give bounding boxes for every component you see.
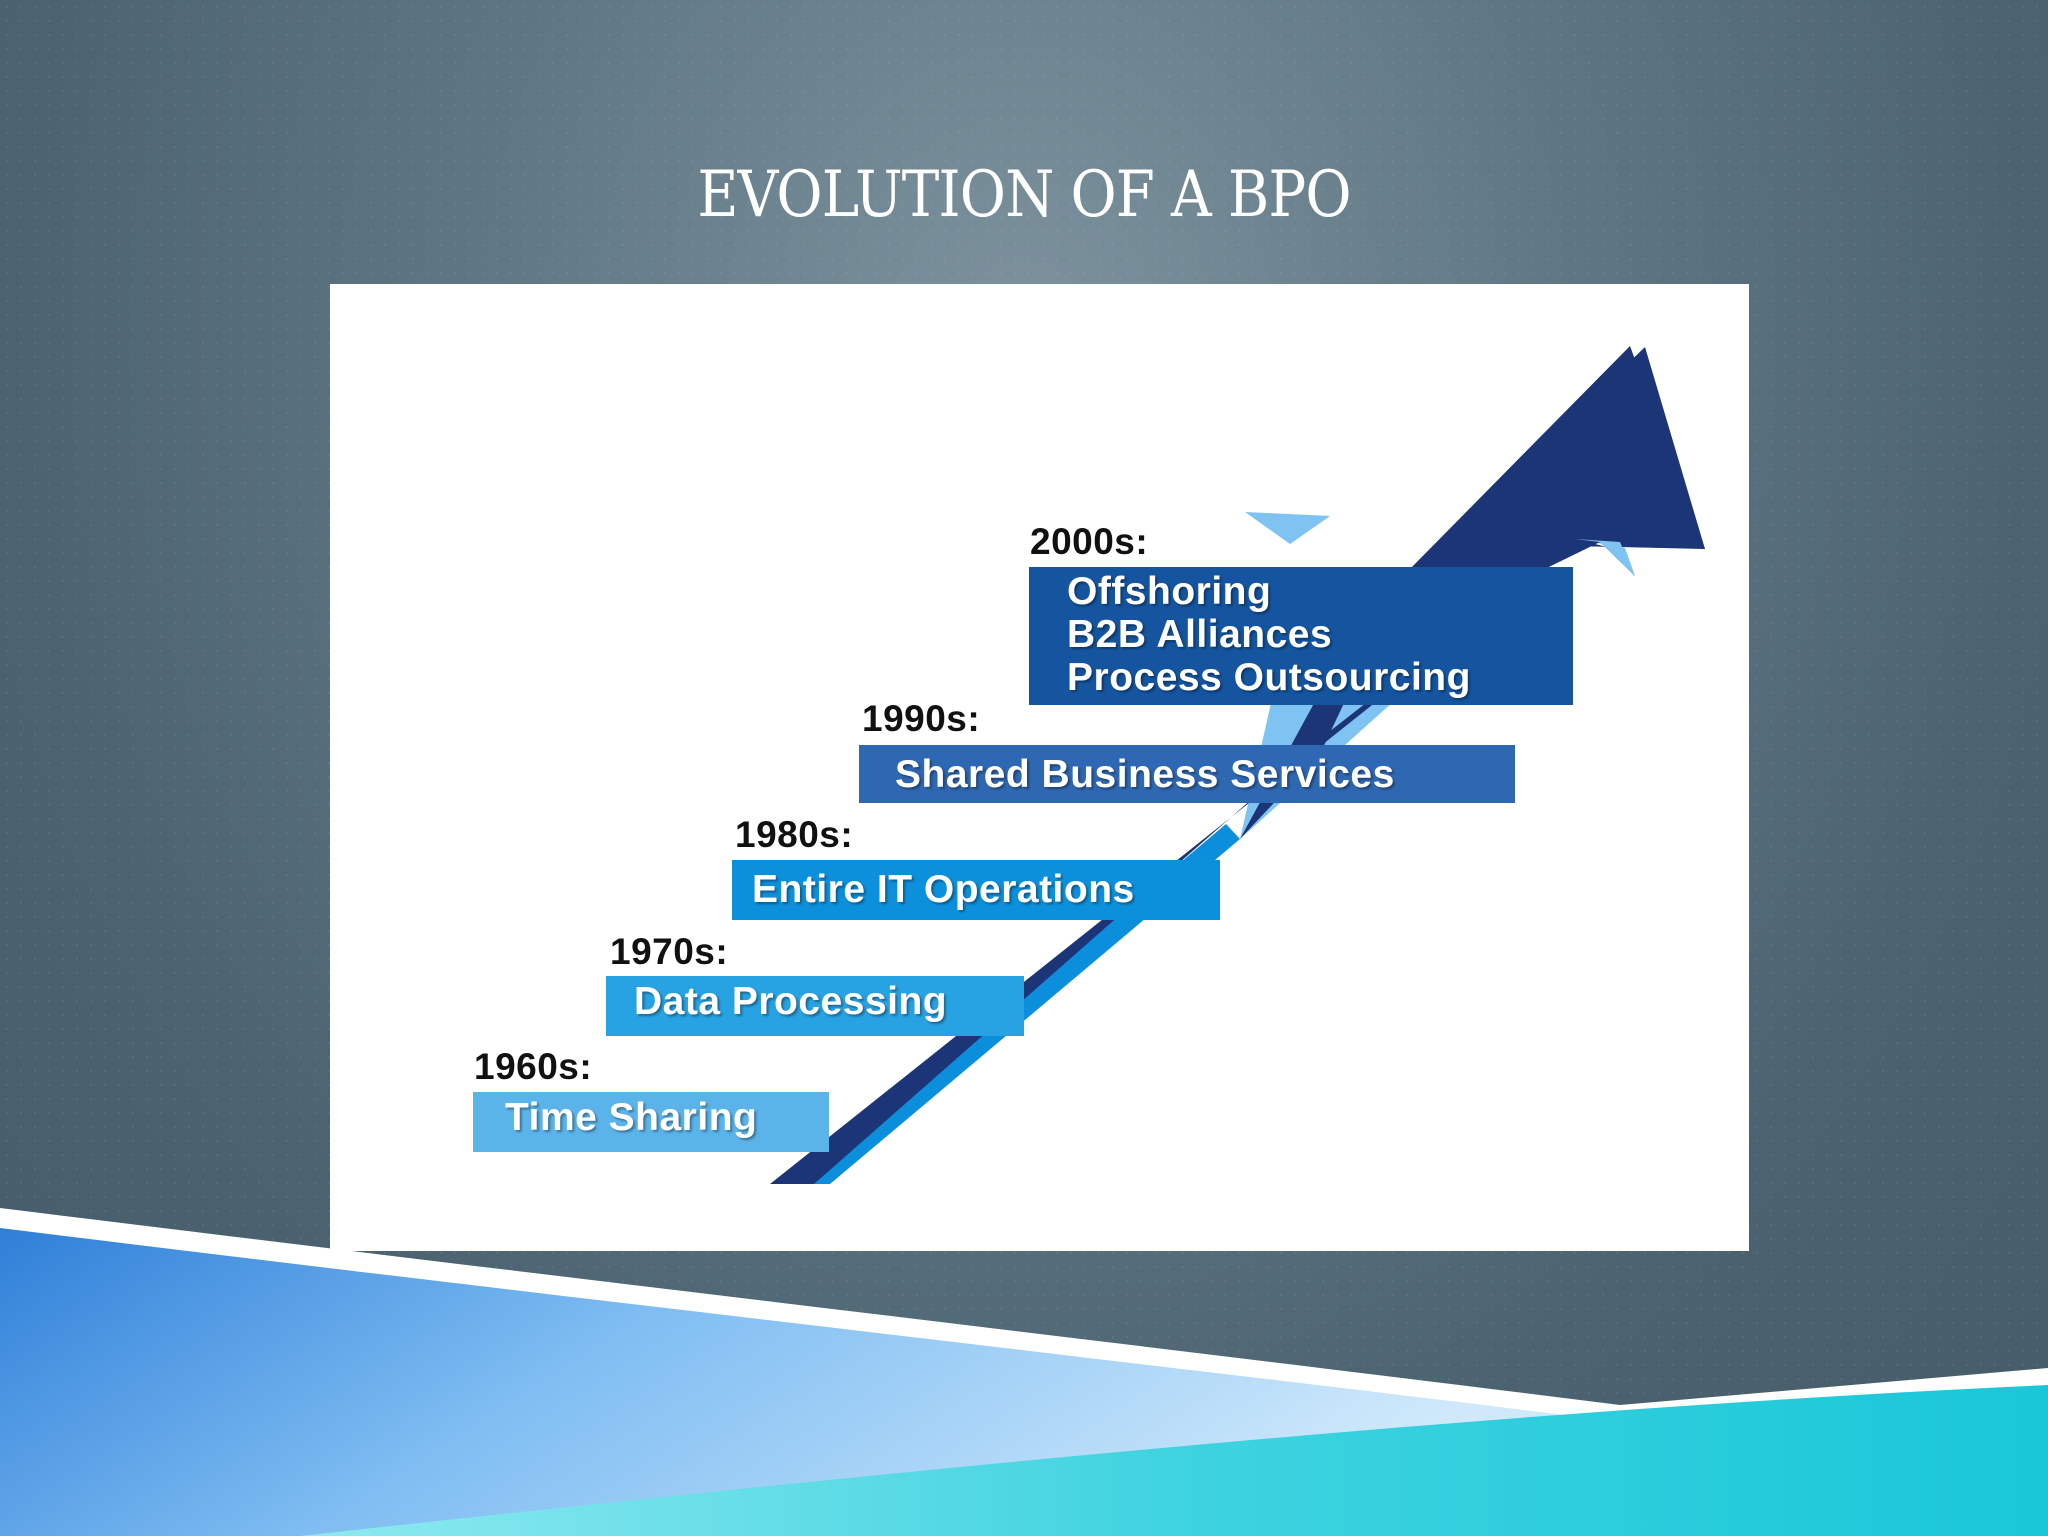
era-item: Time Sharing bbox=[505, 1096, 758, 1139]
era-box-1980s: Entire IT Operations bbox=[732, 860, 1220, 920]
era-decade-1980s: 1980s: bbox=[735, 814, 854, 855]
arrow-head-upper-lip bbox=[1245, 512, 1330, 544]
era-decade-2000s: 2000s: bbox=[1030, 521, 1149, 562]
era-decade-1960s: 1960s: bbox=[474, 1046, 593, 1087]
era-box-1970s: Data Processing bbox=[606, 976, 1024, 1036]
bpo-evolution-diagram: 1960s: Time Sharing 1970s: Data Processi… bbox=[330, 284, 1749, 1251]
era-box-1960s: Time Sharing bbox=[473, 1092, 829, 1152]
era-item: B2B Alliances bbox=[1067, 613, 1333, 656]
era-item: Offshoring bbox=[1067, 570, 1272, 613]
slide-title: EVOLUTION OF A BPO bbox=[697, 158, 1351, 232]
arrow-head-lower-lip bbox=[1575, 539, 1635, 576]
era-decade-1990s: 1990s: bbox=[862, 698, 981, 739]
era-box-2000s: Offshoring B2B Alliances Process Outsour… bbox=[1029, 567, 1573, 705]
era-item: Shared Business Services bbox=[895, 753, 1395, 796]
wave-cyan-band bbox=[300, 1385, 2048, 1536]
era-item: Entire IT Operations bbox=[752, 868, 1135, 911]
era-item: Process Outsourcing bbox=[1067, 656, 1471, 699]
era-item: Data Processing bbox=[634, 980, 948, 1023]
era-box-1990s: Shared Business Services bbox=[859, 745, 1515, 803]
era-decade-1970s: 1970s: bbox=[610, 931, 729, 972]
